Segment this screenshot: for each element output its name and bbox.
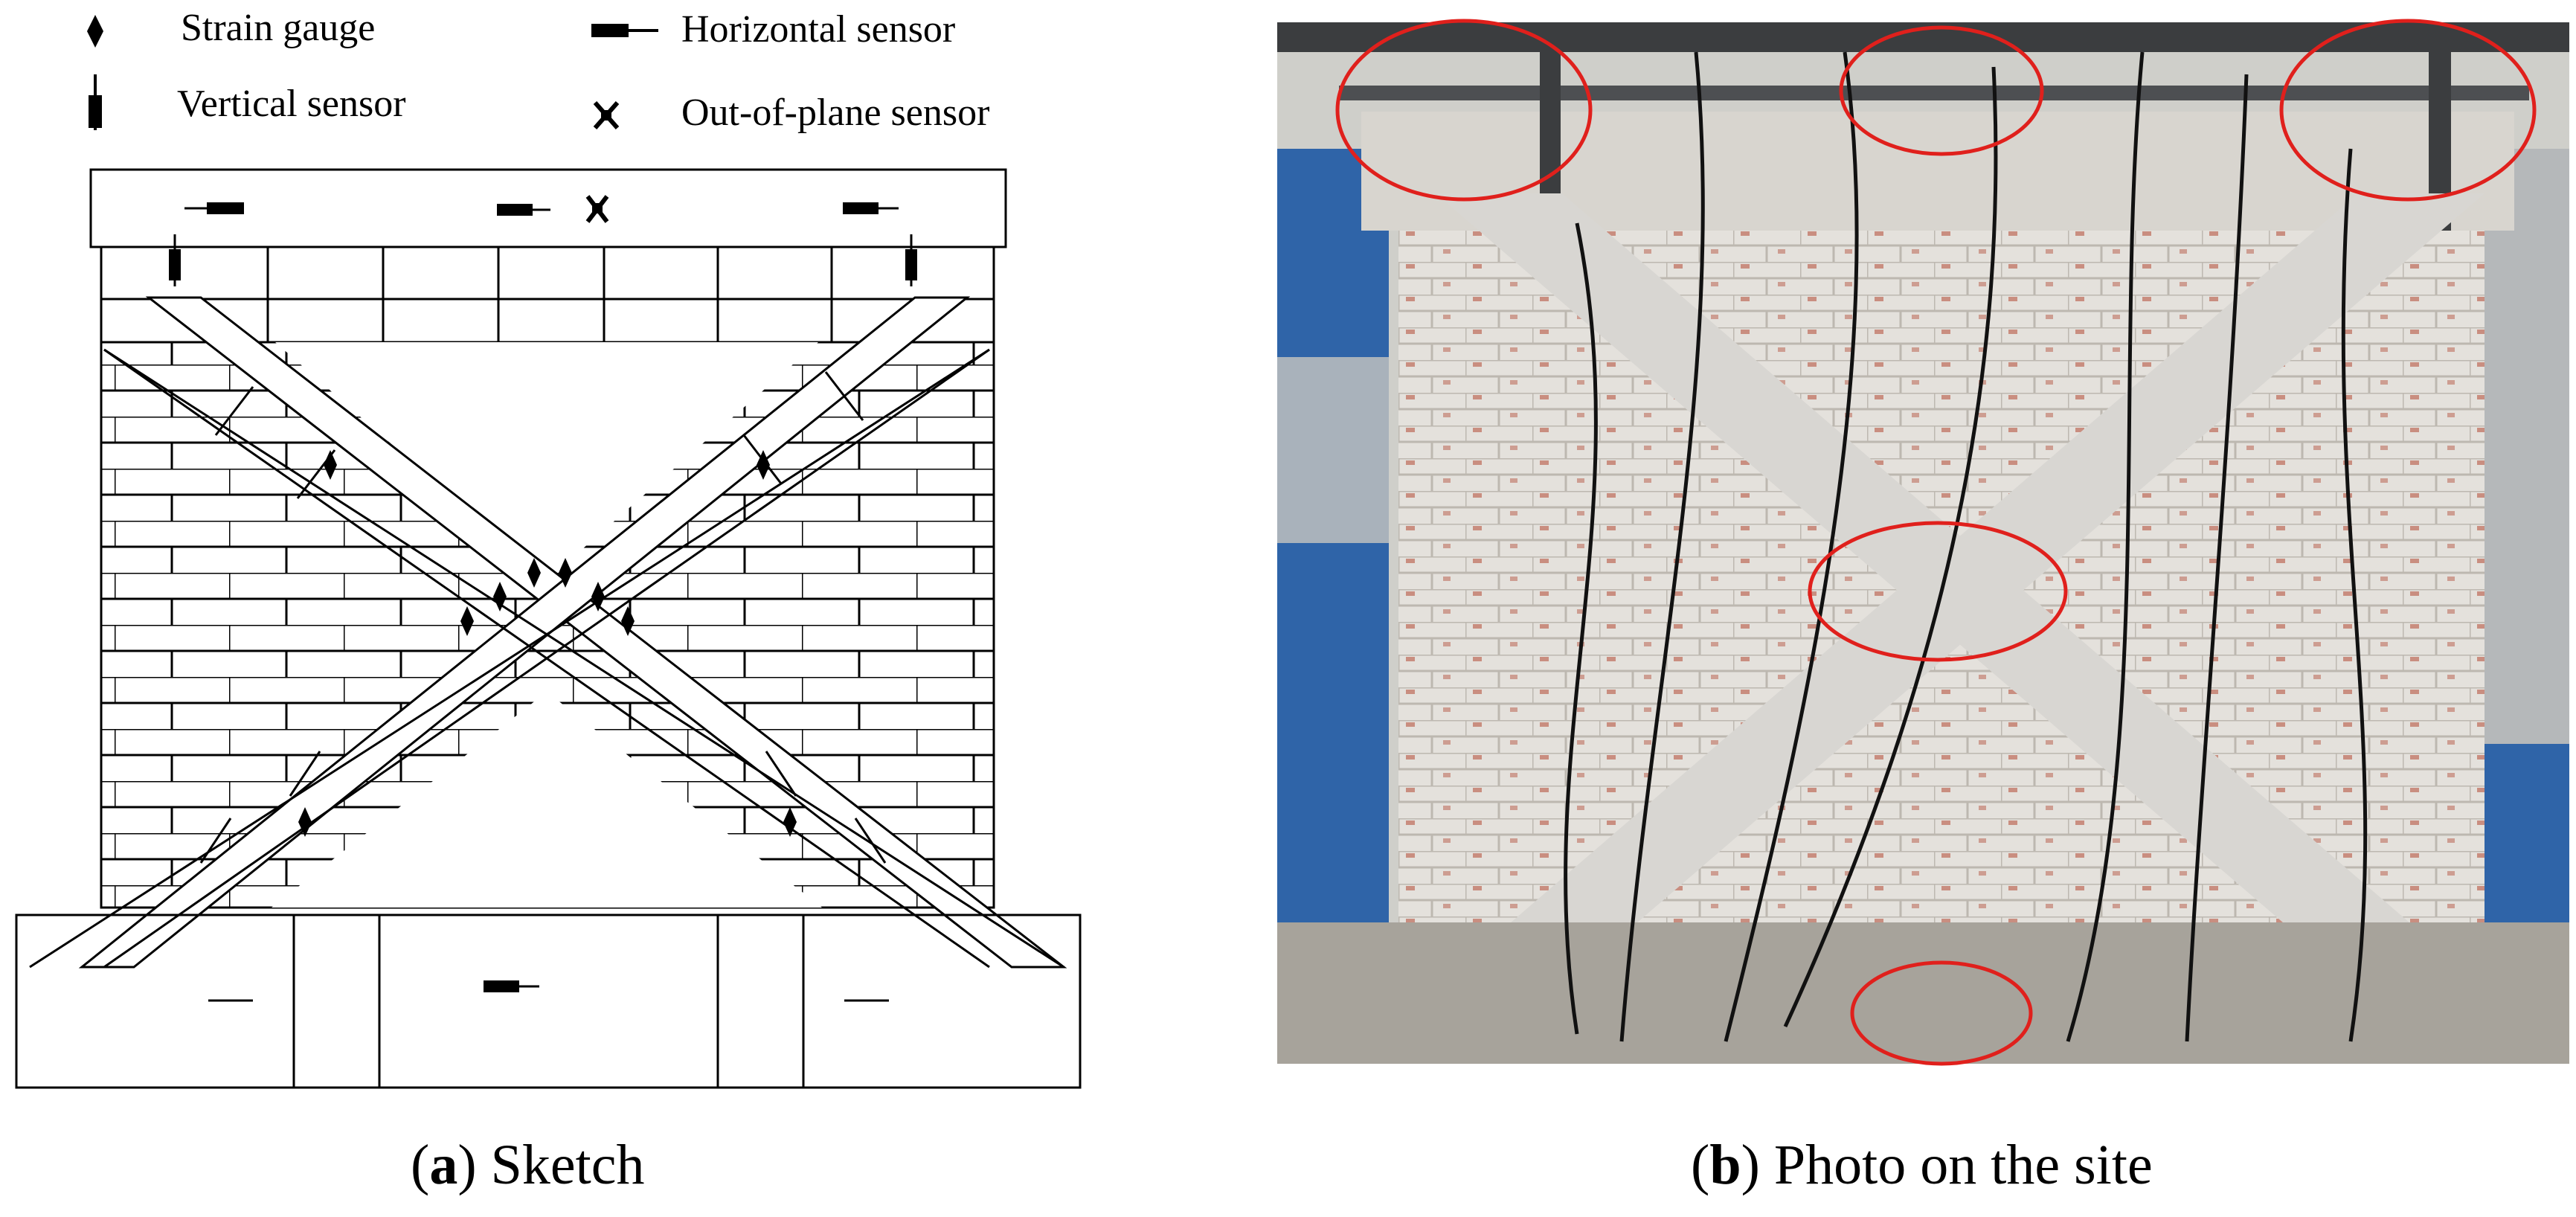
legend-vertical-sensor-label: Vertical sensor (177, 83, 406, 125)
highlight-bottom (1850, 960, 2033, 1066)
photo-x-brace (1398, 193, 2522, 1019)
panel-a-sketch: Strain gauge Vertical sensor Horizontal … (0, 0, 1160, 1217)
upper-band (100, 245, 995, 344)
highlight-top-center (1839, 25, 2044, 156)
legend-icons (87, 15, 658, 130)
site-photo (1277, 19, 2569, 1066)
caption-a: (a) Sketch (411, 1134, 645, 1196)
out-of-plane-sensor-icon (593, 101, 620, 129)
beam-out-of-plane-sensor (585, 195, 609, 223)
strain-gauges (298, 450, 797, 837)
highlight-circles (1335, 19, 2537, 1066)
legend-out-of-plane-sensor-label: Out-of-plane sensor (681, 91, 990, 134)
sensor-cables (1564, 51, 2368, 1042)
blue-frame-left (1277, 149, 1389, 1064)
vertical-sensor-icon (89, 74, 102, 130)
photo-foundation (1277, 922, 2569, 1064)
beam-vertical-sensors (169, 234, 917, 286)
foundation (15, 913, 1082, 1089)
horizontal-sensor-icon (591, 24, 658, 37)
legend-horizontal-sensor-label: Horizontal sensor (681, 8, 956, 51)
beam-horizontal-sensors (184, 202, 899, 216)
panel-b-photo: (b) Photo on the site (1265, 0, 2576, 1217)
wall-sketch (15, 168, 1082, 1089)
foundation-horizontal-sensor (484, 980, 539, 992)
legend-strain-gauge-label: Strain gauge (181, 7, 376, 49)
diamond-icon (87, 15, 103, 48)
highlight-center (1808, 521, 2068, 662)
highlight-top-left (1335, 19, 1593, 202)
x-brace (78, 296, 1067, 969)
caption-b: (b) Photo on the site (1691, 1134, 2153, 1196)
highlight-top-right (2279, 19, 2537, 202)
